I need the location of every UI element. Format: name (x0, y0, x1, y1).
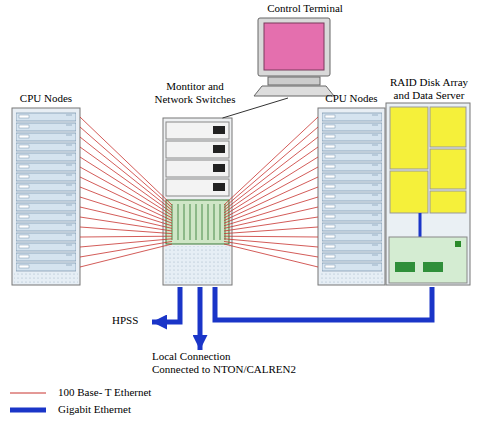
storage-node: HPSS (112, 314, 152, 330)
connector-line (80, 197, 172, 226)
node-label: CPU Nodes (318, 92, 385, 105)
connector-line (224, 217, 318, 231)
connector-line (152, 287, 180, 322)
network-connector (80, 117, 172, 267)
connector-line (224, 177, 318, 221)
node-label: HPSS (112, 314, 152, 327)
connector-line (224, 244, 318, 267)
connector-line (224, 197, 318, 226)
connector-line (80, 244, 172, 267)
cpu-rack (318, 108, 385, 285)
network-connector (200, 287, 201, 350)
connector-line (224, 207, 318, 228)
network-node: Local ConnectionConnected to NTON/CALREN… (152, 350, 322, 380)
connector-line (80, 157, 172, 215)
connector-line (80, 207, 172, 228)
node-label: Control Terminal (255, 2, 355, 15)
connector-line (80, 236, 172, 238)
node-label: Montitor and Network Switches (152, 80, 238, 106)
connector-line (224, 127, 318, 208)
connector-line (224, 241, 318, 257)
raid-rack-node: RAID Disk Array and Data Server (386, 76, 472, 287)
connector-line (80, 127, 172, 208)
connector-line (80, 217, 172, 231)
connector-line (80, 227, 172, 234)
connector-line (80, 137, 172, 210)
node-label: RAID Disk Array and Data Server (386, 76, 472, 102)
connector-line (80, 147, 172, 213)
connector-line (224, 227, 318, 234)
connector-line (224, 239, 318, 247)
connector-line (80, 177, 172, 221)
legend-sample-thin (10, 393, 46, 394)
legend-text: Gigabit Ethernet (58, 403, 131, 416)
cpu-rack-node: CPU Nodes (12, 92, 80, 287)
connector-line (80, 117, 172, 205)
terminal-node: Control Terminal (255, 2, 355, 98)
node-label: Local Connection (152, 350, 322, 363)
connector-line (224, 157, 318, 215)
connector-line (224, 236, 318, 238)
computer-monitor (254, 18, 334, 96)
connector-line (224, 137, 318, 210)
node-label: CPU Nodes (12, 92, 80, 105)
connector-line (80, 241, 172, 257)
connector-line (198, 287, 203, 350)
connector-line (80, 167, 172, 218)
connector-line (224, 117, 318, 205)
network-connector (215, 287, 432, 320)
connector-line (224, 187, 318, 223)
network-connector (224, 117, 318, 267)
connector-line (215, 287, 432, 320)
connector-line (224, 167, 318, 218)
cpu-rack (12, 108, 80, 285)
node-label: Connected to NTON/CALREN2 (152, 363, 322, 376)
network-connector (152, 287, 180, 322)
raid-rack (386, 103, 470, 285)
cpu-rack-node: CPU Nodes (318, 92, 385, 287)
switch-rack (163, 118, 232, 285)
connector-line (224, 147, 318, 213)
connector-line (80, 239, 172, 247)
connector-line (80, 187, 172, 223)
switch-rack-node: Montitor and Network Switches (152, 80, 238, 287)
legend-sample-thick (10, 408, 46, 413)
legend-text: 100 Base- T Ethernet (58, 386, 151, 399)
